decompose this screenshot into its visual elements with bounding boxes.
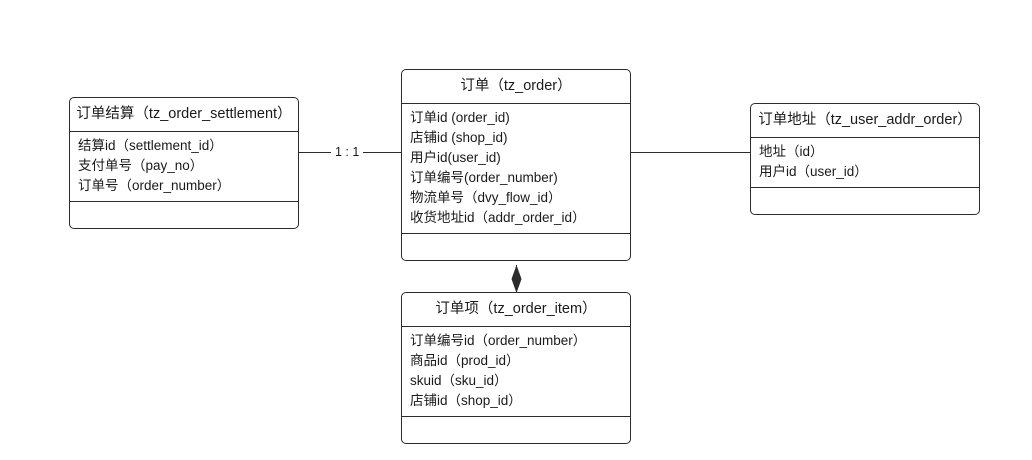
entity-tz-order-item[interactable]: 订单项（tz_order_item） 订单编号id（order_number） … — [401, 292, 631, 445]
entity-title-tz-order-settlement: 订单结算（tz_order_settlement） — [70, 98, 298, 133]
entity-fields-tz-order: 订单id (order_id) 店铺id (shop_id) 用户id(user… — [402, 104, 630, 235]
field-row: 订单编号(order_number) — [410, 170, 558, 186]
field-row: 商品id（prod_id） — [410, 353, 520, 369]
field-row: 订单id (order_id) — [410, 110, 510, 126]
field-row: 用户id（user_id） — [759, 164, 868, 180]
entity-fields-tz-user-addr-order: 地址（id） 用户id（user_id） — [751, 138, 979, 189]
field-row: 店铺id (shop_id) — [410, 130, 508, 146]
entity-footer-tz-order — [402, 234, 630, 260]
field-row: 用户id(user_id) — [410, 150, 501, 166]
field-row: 收货地址id（addr_order_id） — [410, 210, 586, 226]
field-row: 订单号（order_number） — [78, 178, 231, 194]
entity-title-tz-order-item: 订单项（tz_order_item） — [402, 293, 630, 328]
entity-footer-tz-user-addr-order — [751, 188, 979, 214]
entity-tz-order[interactable]: 订单（tz_order） 订单id (order_id) 店铺id (shop_… — [401, 69, 631, 262]
entity-fields-tz-order-item: 订单编号id（order_number） 商品id（prod_id） skuid… — [402, 327, 630, 418]
field-row: 店铺id（shop_id） — [410, 393, 522, 409]
field-row: 地址（id） — [759, 144, 824, 160]
field-row: 物流单号（dvy_flow_id） — [410, 190, 562, 206]
entity-tz-user-addr-order[interactable]: 订单地址（tz_user_addr_order） 地址（id） 用户id（use… — [750, 103, 980, 216]
entity-title-tz-order: 订单（tz_order） — [402, 70, 630, 105]
field-row: 结算id（settlement_id） — [78, 138, 223, 154]
entity-footer-tz-order-item — [402, 417, 630, 443]
entity-fields-tz-order-settlement: 结算id（settlement_id） 支付单号（pay_no） 订单号（ord… — [70, 132, 298, 203]
relationship-arrow-icon — [508, 265, 525, 293]
entity-title-tz-user-addr-order: 订单地址（tz_user_addr_order） — [751, 104, 979, 139]
filled-diamond-arrow-glyph — [511, 265, 522, 293]
connector-order-to-address — [631, 152, 750, 153]
entity-footer-tz-order-settlement — [70, 202, 298, 228]
field-row: skuid（sku_id） — [410, 373, 508, 389]
relation-label-1-to-1: 1 : 1 — [331, 144, 364, 160]
field-row: 支付单号（pay_no） — [78, 158, 204, 174]
entity-tz-order-settlement[interactable]: 订单结算（tz_order_settlement） 结算id（settlemen… — [69, 97, 299, 230]
field-row: 订单编号id（order_number） — [410, 333, 587, 349]
